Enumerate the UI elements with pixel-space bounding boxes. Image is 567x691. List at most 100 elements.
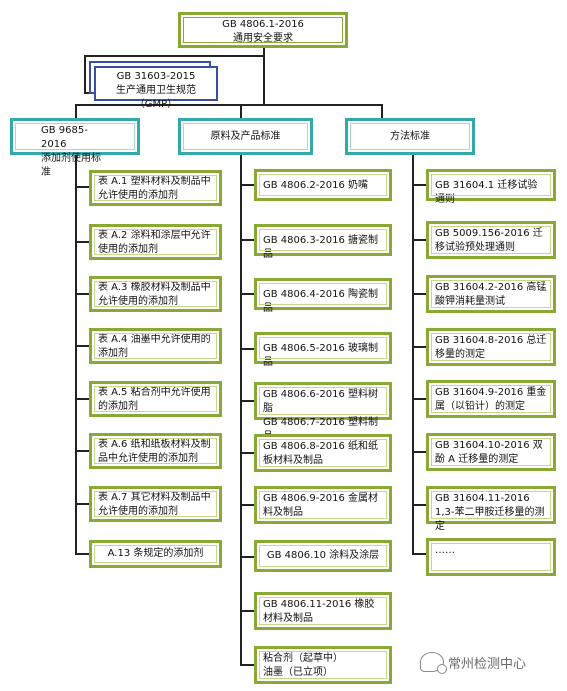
material-item: GB 4806.2-2016 奶嘴 <box>254 169 392 201</box>
material-item-label: GB 4806.4-2016 陶瓷制品 <box>263 289 379 314</box>
connector-line <box>75 503 89 505</box>
material-item: GB 4806.9-2016 金属材料及制品 <box>254 486 392 524</box>
connector-line <box>240 610 254 612</box>
connector-line <box>75 398 89 400</box>
additive-item-label: 表 A.7 其它材料及制品中允许使用的添加剂 <box>98 492 211 517</box>
gmp-node-code: GB 31603-2015 <box>116 71 196 82</box>
root-node-title: 通用安全要求 <box>233 33 293 44</box>
method-item: GB 31604.11-2016 1,3-苯二甲胺迁移量的测定 <box>426 486 556 532</box>
additive-item: 表 A.2 涂料和涂层中允许使用的添加剂 <box>89 224 222 260</box>
connector-line <box>75 154 77 555</box>
connector-line <box>84 55 264 57</box>
connector-line <box>412 451 426 453</box>
connector-line <box>240 400 254 402</box>
category-additives-title: 添加剂使用标准 <box>41 153 101 178</box>
method-item: …… <box>426 538 556 576</box>
additive-item: A.13 条规定的添加剂 <box>89 540 222 568</box>
material-item-label: GB 4806.8-2016 纸和纸板材料及制品 <box>263 441 379 466</box>
connector-line <box>412 154 414 554</box>
additive-item: 表 A.3 橡胶材料及制品中允许使用的添加剂 <box>89 276 222 312</box>
additive-item: 表 A.7 其它材料及制品中允许使用的添加剂 <box>89 486 222 522</box>
additive-item-label: 表 A.4 油墨中允许使用的添加剂 <box>98 334 211 359</box>
additive-item-label: 表 A.1 塑料材料及制品中允许使用的添加剂 <box>98 176 211 201</box>
method-item: GB 31604.1 迁移试验通则 <box>426 169 556 205</box>
method-item: GB 5009.156-2016 迁移试验预处理通则 <box>426 221 556 259</box>
category-materials-title: 原料及产品标准 <box>210 130 281 142</box>
method-item-label: GB 31604.1 迁移试验通则 <box>435 180 538 205</box>
connector-line <box>240 154 242 666</box>
method-item-label: GB 31604.9-2016 重金属（以铅计）的测定 <box>435 387 547 412</box>
connector-line <box>75 186 89 188</box>
connector-line <box>240 104 242 118</box>
connector-line <box>381 104 383 118</box>
gmp-node: GB 31603-2015 生产通用卫生规范（GMP） <box>94 66 218 110</box>
method-item-label: …… <box>435 545 455 556</box>
method-item: GB 31604.2-2016 高锰酸钾消耗量测试 <box>426 275 556 313</box>
connector-line <box>412 398 426 400</box>
method-item-label: GB 31604.10-2016 双酚 A 迁移量的测定 <box>435 440 543 465</box>
category-methods-title: 方法标准 <box>390 130 430 142</box>
connector-line <box>412 184 426 186</box>
connector-line <box>412 239 426 241</box>
material-item: GB 4806.3-2016 搪瓷制品 <box>254 224 392 260</box>
connector-line <box>412 293 426 295</box>
connector-line <box>84 55 86 93</box>
gmp-node-title: 生产通用卫生规范（GMP） <box>116 85 196 110</box>
material-item-label: 粘合剂（起草中） 油墨（已立项） <box>263 653 343 678</box>
additive-item: 表 A.4 油墨中允许使用的添加剂 <box>89 328 222 364</box>
connector-line <box>75 345 89 347</box>
connector-line <box>75 104 382 106</box>
root-node-code: GB 4806.1-2016 <box>222 19 304 30</box>
additive-item: 表 A.5 粘合剂中允许使用的添加剂 <box>89 381 222 417</box>
connector-line <box>240 184 254 186</box>
connector-line <box>84 92 94 94</box>
material-item: 粘合剂（起草中） 油墨（已立项） <box>254 646 392 684</box>
connector-line <box>240 293 254 295</box>
method-item-label: GB 31604.2-2016 高锰酸钾消耗量测试 <box>435 282 547 307</box>
additive-item-label: 表 A.6 纸和纸板材料及制品中允许使用的添加剂 <box>98 439 211 464</box>
connector-line <box>75 293 89 295</box>
connector-line <box>240 664 254 666</box>
material-item-label: GB 4806.2-2016 奶嘴 <box>263 180 369 191</box>
material-item-label: GB 4806.9-2016 金属材料及制品 <box>263 493 379 518</box>
root-node: GB 4806.1-2016 通用安全要求 <box>178 12 348 48</box>
connector-line <box>412 504 426 506</box>
additive-item-label: 表 A.3 橡胶材料及制品中允许使用的添加剂 <box>98 282 211 307</box>
connector-line <box>75 104 77 118</box>
connector-line <box>75 450 89 452</box>
material-item-label: GB 4806.5-2016 玻璃制品 <box>263 343 379 368</box>
additive-item: 表 A.6 纸和纸板材料及制品中允许使用的添加剂 <box>89 433 222 469</box>
category-materials: 原料及产品标准 <box>178 118 313 155</box>
connector-line <box>240 556 254 558</box>
material-item-label: GB 4806.3-2016 搪瓷制品 <box>263 235 379 260</box>
method-item-label: GB 31604.8-2016 总迁移量的测定 <box>435 335 547 360</box>
method-item: GB 31604.9-2016 重金属（以铅计）的测定 <box>426 380 556 418</box>
material-item: GB 4806.4-2016 陶瓷制品 <box>254 278 392 314</box>
connector-line <box>75 553 89 555</box>
method-item-label: GB 31604.11-2016 1,3-苯二甲胺迁移量的测定 <box>435 493 545 532</box>
connector-line <box>263 47 265 104</box>
material-item: GB 4806.10 涂料及涂层 <box>254 540 392 572</box>
method-item-label: GB 5009.156-2016 迁移试验预处理通则 <box>435 228 543 253</box>
chat-bubble-icon <box>420 652 447 674</box>
material-item-label: GB 4806.10 涂料及涂层 <box>266 550 380 561</box>
category-methods: 方法标准 <box>345 118 475 155</box>
material-item: GB 4806.11-2016 橡胶材料及制品 <box>254 592 392 630</box>
connector-line <box>240 452 254 454</box>
watermark-text: 常州检测中心 <box>448 656 527 672</box>
category-additives-code: GB 9685-2016 <box>41 125 88 150</box>
method-item: GB 31604.8-2016 总迁移量的测定 <box>426 328 556 366</box>
connector-line <box>412 346 426 348</box>
additive-item-label: A.13 条规定的添加剂 <box>107 548 204 559</box>
watermark: 常州检测中心 <box>420 652 527 674</box>
additive-item-label: 表 A.5 粘合剂中允许使用的添加剂 <box>98 387 211 412</box>
category-additives: GB 9685-2016 添加剂使用标准 <box>10 118 140 178</box>
additive-item-label: 表 A.2 涂料和涂层中允许使用的添加剂 <box>98 230 211 255</box>
connector-line <box>240 239 254 241</box>
material-item: GB 4806.6-2016 塑料树脂 GB 4806.7-2016 塑料制品 <box>254 382 392 442</box>
material-item-label: GB 4806.11-2016 橡胶材料及制品 <box>263 599 375 624</box>
connector-line <box>75 241 89 243</box>
material-item: GB 4806.5-2016 玻璃制品 <box>254 332 392 368</box>
material-item: GB 4806.8-2016 纸和纸板材料及制品 <box>254 434 392 472</box>
method-item: GB 31604.10-2016 双酚 A 迁移量的测定 <box>426 433 556 471</box>
